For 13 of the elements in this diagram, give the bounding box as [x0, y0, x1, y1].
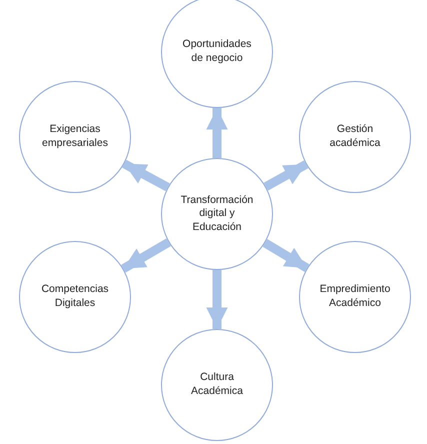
node-label: Cultura Académica [190, 371, 244, 399]
arrow [206, 108, 228, 158]
node-label: Transformación digital y Educación [180, 194, 254, 234]
node-label: Oportunidades de negocio [182, 38, 252, 66]
arrow [262, 239, 310, 272]
arrow [121, 238, 171, 273]
arrow [264, 160, 308, 191]
node-label: Exigencias empresariales [41, 123, 109, 151]
node-label: Empredimiento Académico [318, 283, 392, 311]
arrow [122, 160, 170, 192]
node-label: Competencias Digitales [40, 283, 110, 311]
node-label: Gestión académica [328, 123, 382, 151]
arrow [206, 270, 228, 329]
